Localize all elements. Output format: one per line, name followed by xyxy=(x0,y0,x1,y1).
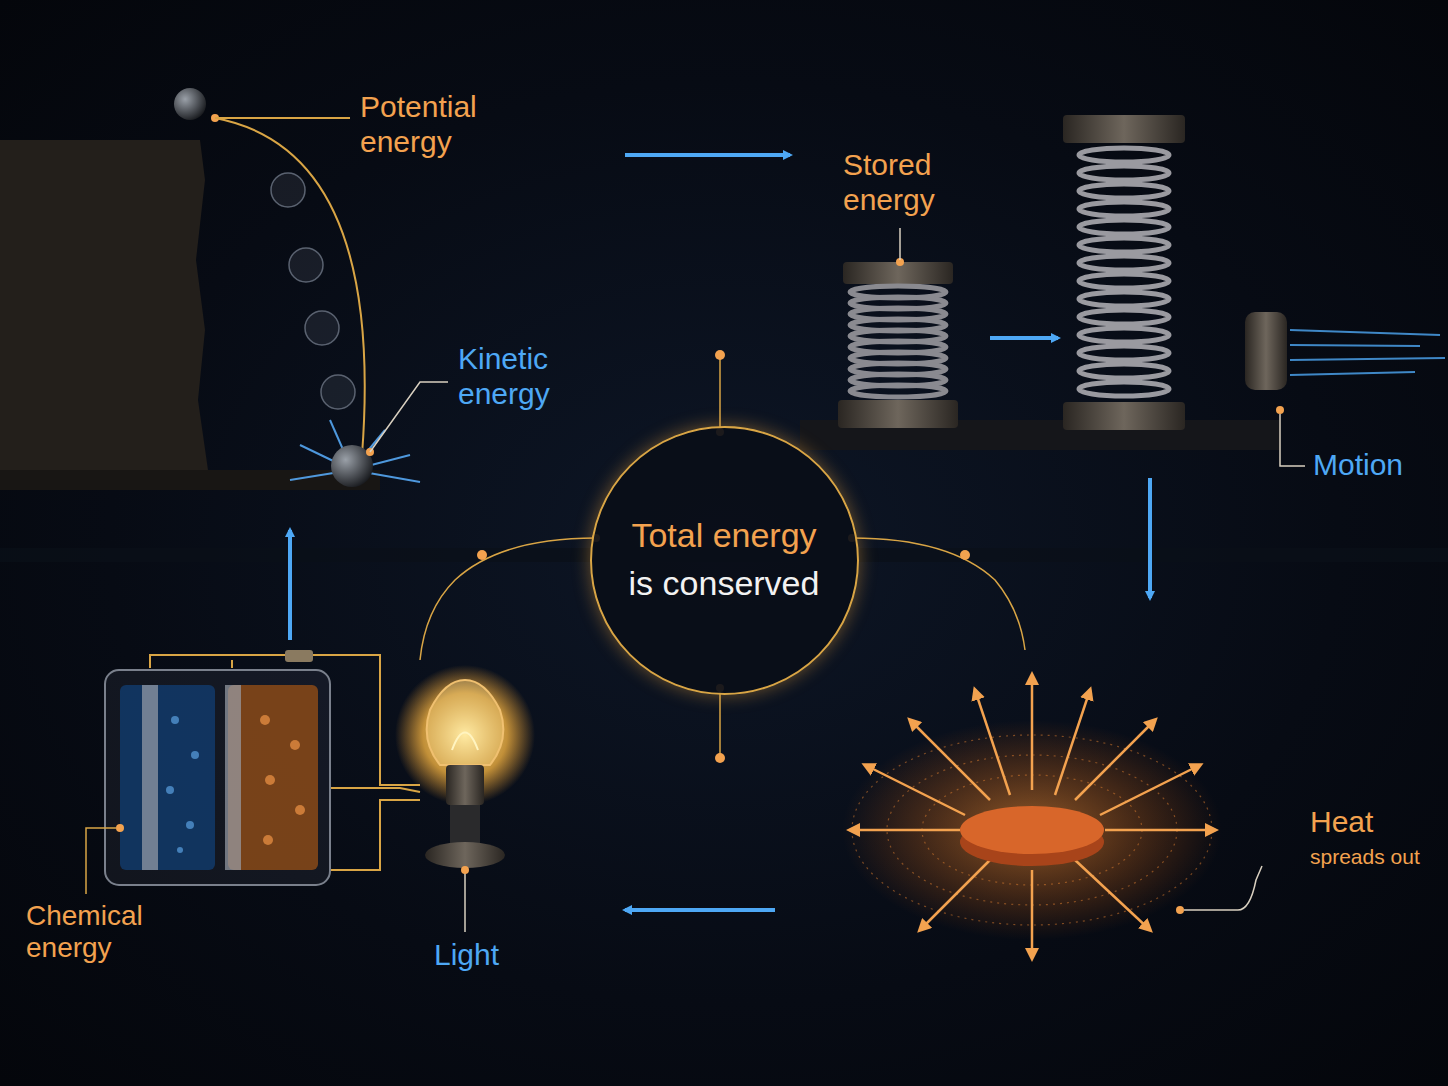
callout-label: Potential energy xyxy=(360,90,520,159)
callout-label: Kinetic energy xyxy=(458,342,608,411)
circle-heading: Total energy xyxy=(631,512,816,560)
callout-label: Chemical energy xyxy=(26,900,176,964)
callout-label: Stored energy xyxy=(843,148,993,217)
circle-text: is conserved xyxy=(629,560,820,608)
callout-label: Motion xyxy=(1313,448,1403,483)
callout-label: Light xyxy=(434,938,499,973)
summary-circle: Total energyis conserved xyxy=(590,426,859,695)
callout-label: spreads out xyxy=(1310,845,1420,869)
callout-label: Heat xyxy=(1310,805,1373,840)
